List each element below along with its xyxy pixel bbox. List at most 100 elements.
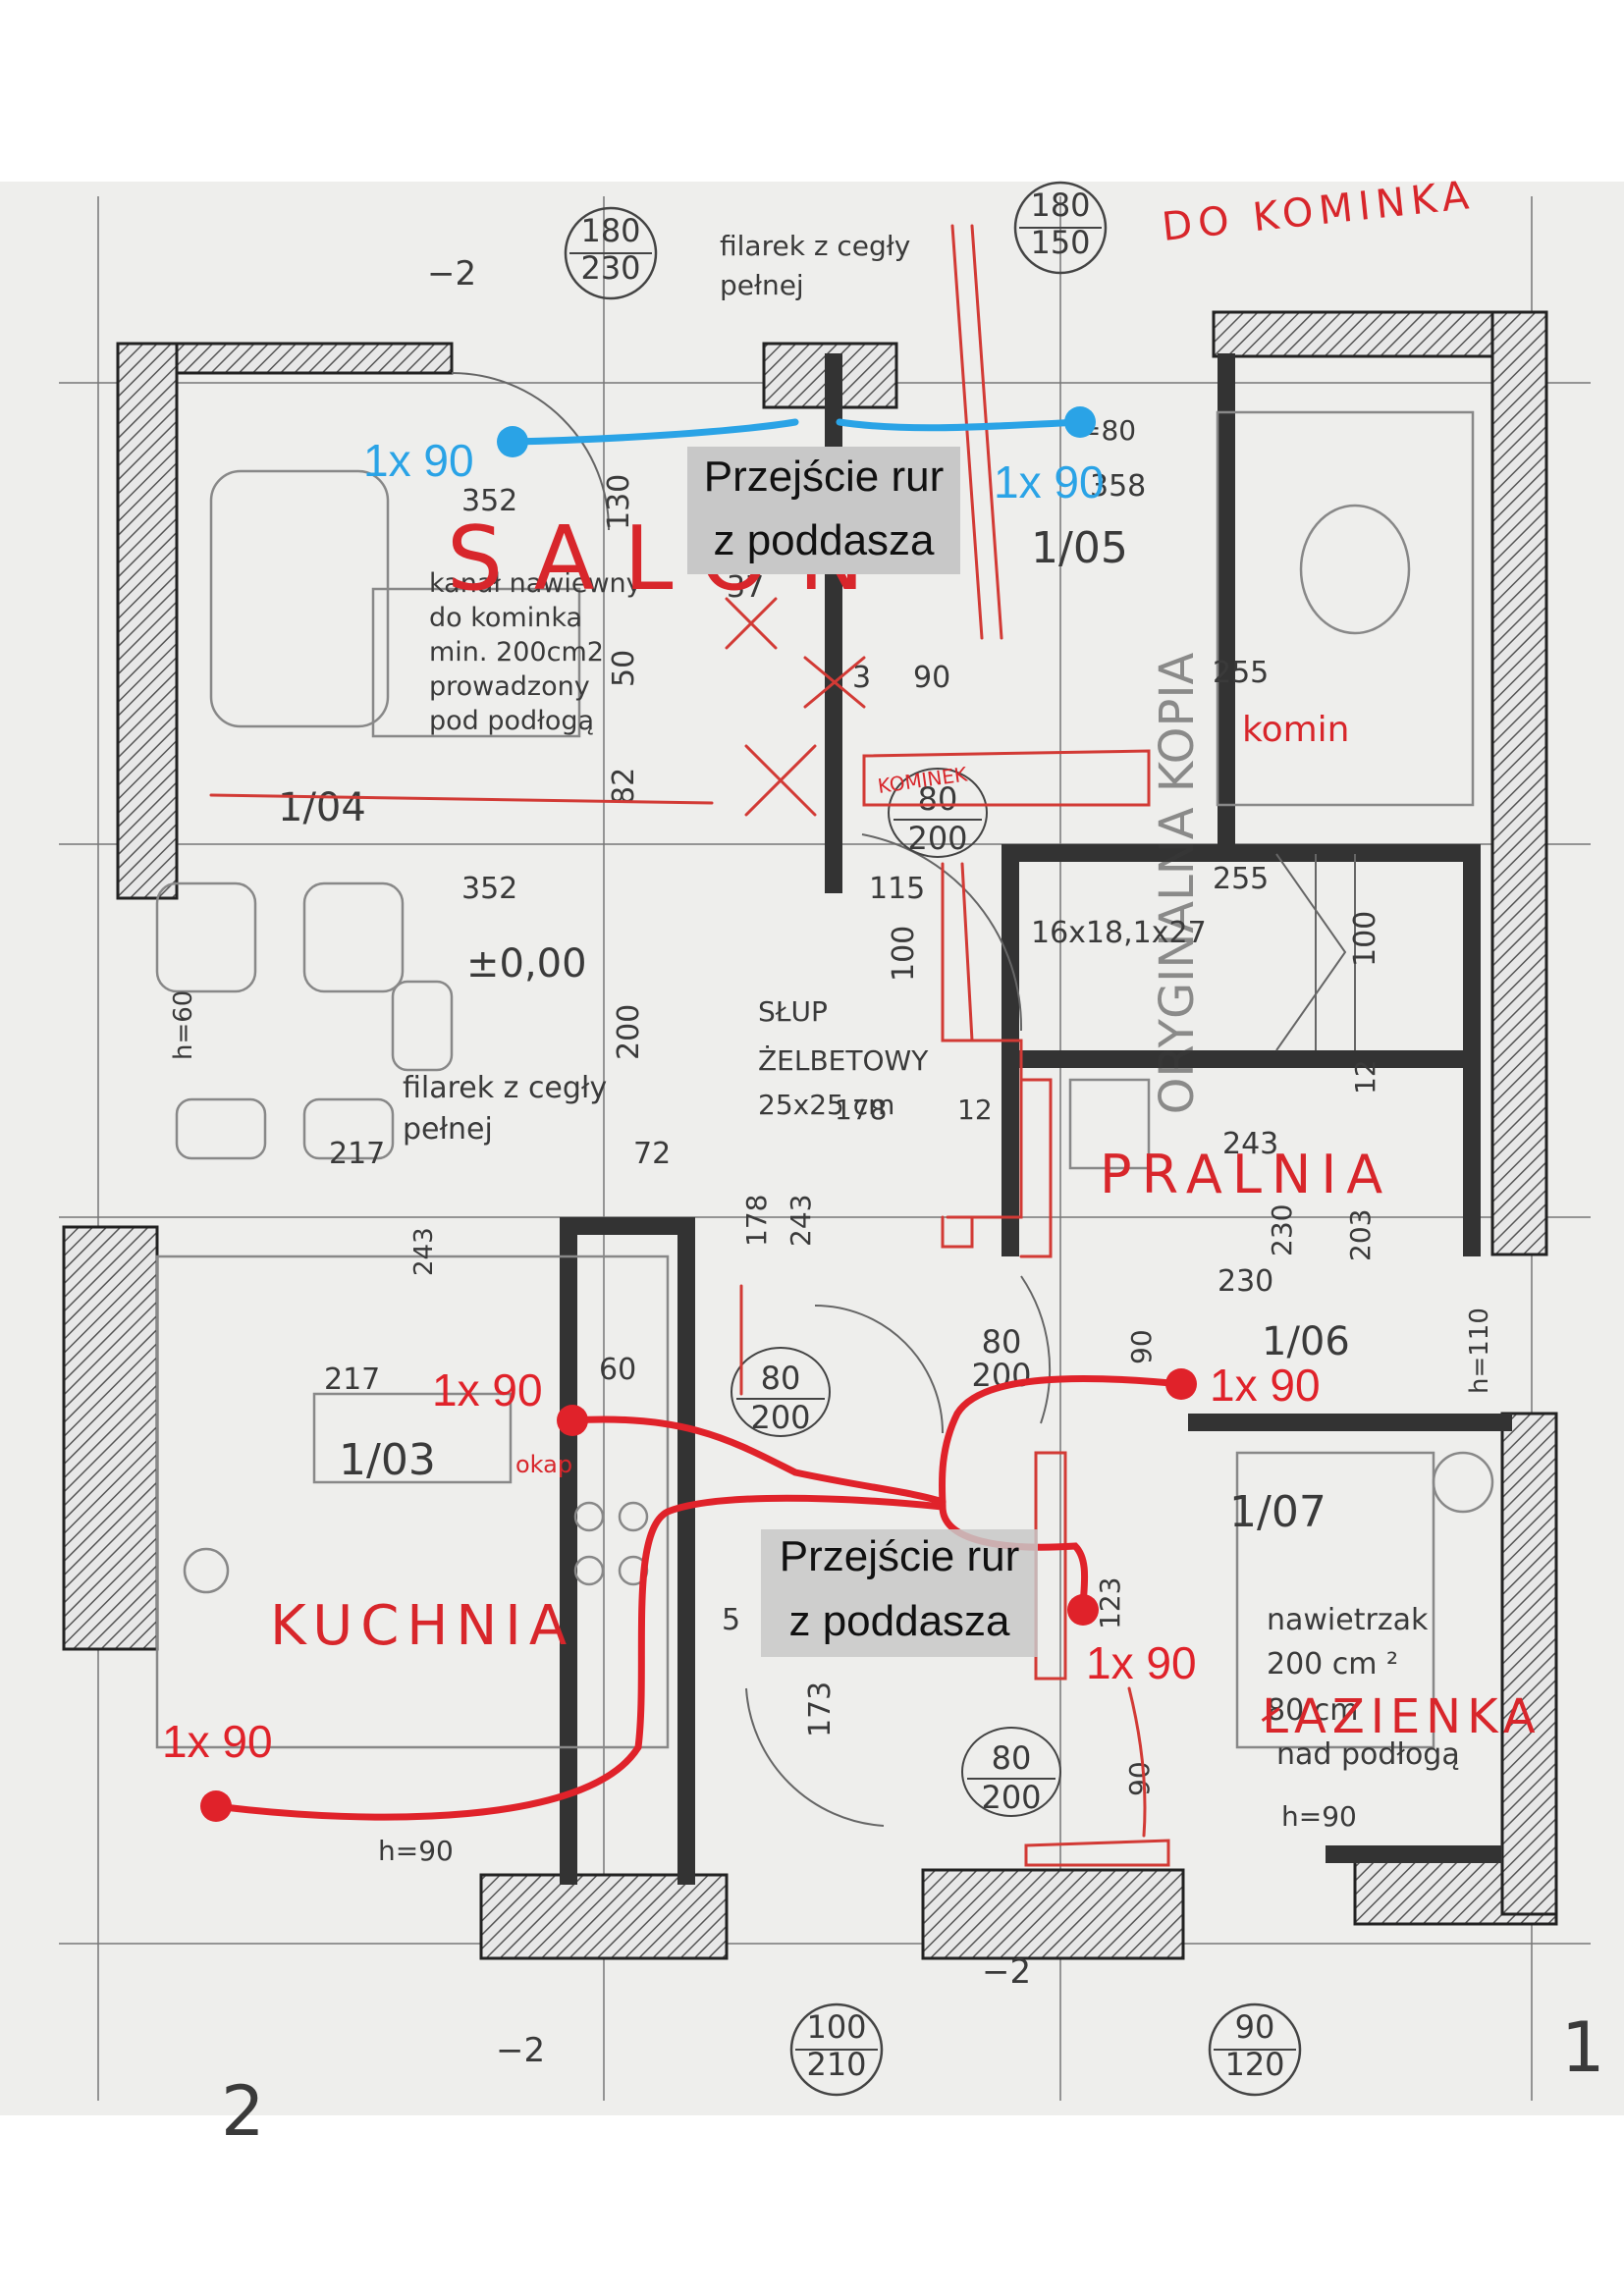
- passage-label-bottom: Przejście rur z poddasza: [761, 1529, 1038, 1657]
- door-marker-kitchen: 80 200: [731, 1347, 831, 1437]
- pipe-labels: 1x 90 1x 90 1x 90 1x 90 1x 90 1x 90: [162, 435, 1321, 1767]
- window-top-right-height: 150: [1030, 224, 1090, 261]
- dim-123: 123: [1094, 1577, 1126, 1629]
- h90-bottom-note: h=90: [378, 1835, 454, 1867]
- dim-5: 5: [722, 1603, 740, 1637]
- watermark-text: ORYGINALNA KOPIA: [1150, 652, 1205, 1114]
- door-chimney-height: 200: [907, 820, 967, 857]
- window-bottom-right-width: 90: [1235, 2008, 1275, 2046]
- window-top-left-width: 180: [580, 212, 640, 249]
- red-pipe-routes: [200, 1368, 1197, 1822]
- dim-3: 3: [852, 661, 871, 695]
- dim-100-b: 100: [1348, 911, 1382, 967]
- window-bottom-right-height: 120: [1224, 2046, 1284, 2083]
- room-code-1-06: 1/06: [1262, 1319, 1350, 1364]
- window-marker-top-left: 180 230: [564, 206, 658, 300]
- dim-178-b: 178: [740, 1195, 773, 1247]
- room-name-bathroom: ŁAZIENKA: [1261, 1689, 1542, 1744]
- pipe-end-kitchen-bottom: [200, 1790, 232, 1822]
- door-arcs: [451, 372, 1052, 1827]
- dim-352-top: 352: [461, 484, 517, 518]
- passage-top-line2: z poddasza: [713, 516, 935, 564]
- room-code-1-05: 1/05: [1031, 523, 1128, 573]
- axis-label-1: 1: [1561, 2007, 1605, 2088]
- dim-100-a: 100: [887, 926, 921, 982]
- dim-230-b: 230: [1218, 1264, 1273, 1299]
- room-name-laundry: PRALNIA: [1100, 1144, 1392, 1205]
- room-name-kitchen: KUCHNIA: [270, 1594, 574, 1658]
- door-chimney-width: 80: [918, 780, 958, 818]
- window-top-left-height: 230: [580, 249, 640, 287]
- h90-bath-note: h=90: [1281, 1800, 1357, 1833]
- h60-note: h=60: [169, 990, 198, 1060]
- komin-note: komin: [1242, 710, 1349, 750]
- passage-bottom-line2: z poddasza: [788, 1597, 1010, 1645]
- dim-217-b: 217: [324, 1362, 380, 1397]
- axis-neg2-mid: −2: [982, 1952, 1031, 1992]
- door-marker-chimney: 80 200: [888, 768, 988, 858]
- dim-243-b: 243: [785, 1195, 817, 1247]
- room-code-kitchen: 1/03: [339, 1435, 436, 1485]
- dim-12-b: 12: [1349, 1059, 1381, 1095]
- dim-217-a: 217: [329, 1137, 385, 1171]
- dim-37: 37: [727, 570, 764, 605]
- pipe-end-bath: [1067, 1594, 1099, 1626]
- axis-label-2: 2: [221, 2071, 265, 2152]
- vent-note: nawietrzak 200 cm ² 80 cm nad podłogą: [1267, 1603, 1460, 1772]
- door-markers: 80 200 80 200 80 200 80 200: [731, 768, 1061, 1817]
- dim-60: 60: [599, 1353, 636, 1387]
- blue-label-left: 1x 90: [363, 435, 474, 486]
- dim-352-mid: 352: [461, 872, 517, 906]
- window-marker-bottom: 100 210: [789, 2002, 884, 2097]
- door-kitchen-height: 200: [750, 1399, 810, 1436]
- dim-243-a: 243: [409, 1227, 439, 1276]
- duct-note: kanał nawiewny do kominka min. 200cm2 pr…: [429, 568, 650, 736]
- pipe-end-blue-right: [1064, 406, 1096, 438]
- red-label-kitchen-bottom: 1x 90: [162, 1716, 273, 1767]
- h110-note: h=110: [1465, 1308, 1494, 1394]
- room-codes: 1/04 1/03 1/05 1/06 1/07: [278, 523, 1350, 1537]
- stairs-note: 16x18,1x27: [1031, 916, 1207, 950]
- furniture: [155, 410, 1494, 1749]
- printed-notes: kanał nawiewny do kominka min. 200cm2 pr…: [169, 230, 1494, 1867]
- pipe-end-kitchen-top: [557, 1405, 588, 1436]
- dim-50: 50: [607, 650, 641, 687]
- dim-230-a: 230: [1266, 1204, 1298, 1256]
- window-bottom-width: 100: [806, 2008, 866, 2046]
- okap-note: okap: [515, 1451, 572, 1478]
- level-note: ±0,00: [466, 941, 587, 987]
- pipe-end-blue-left: [497, 426, 528, 457]
- dim-90-low: 90: [1123, 1761, 1156, 1796]
- column-note: SŁUP ŻELBETOWY 25x25 cm: [758, 995, 937, 1121]
- window-markers: 180 230 180 150 100 210 90 120: [564, 181, 1302, 2097]
- dim-115: 115: [869, 872, 925, 906]
- dim-203: 203: [1344, 1209, 1377, 1261]
- window-marker-top-right: 180 150: [1013, 181, 1108, 275]
- pillar-note-mid: filarek z cegły pełnej: [403, 1071, 617, 1147]
- printed-dimensions: 352 352 130 50 82 37 3 90 358 =80 255 25…: [221, 254, 1605, 2152]
- axis-neg2-top: −2: [427, 254, 476, 294]
- passage-label-top: Przejście rur z poddasza: [687, 447, 960, 574]
- door-laundry-width: 80: [982, 1323, 1022, 1361]
- dim-90-bath: 90: [1125, 1329, 1158, 1364]
- dim-12-a: 12: [957, 1094, 993, 1126]
- dim-82: 82: [607, 768, 641, 805]
- blue-pipe-route: [497, 406, 1096, 457]
- dim-178-a: 178: [835, 1094, 887, 1126]
- dim-130: 130: [602, 474, 636, 530]
- dim-243-c: 243: [1222, 1127, 1278, 1161]
- dim-255-b: 255: [1213, 862, 1269, 896]
- dim-173: 173: [803, 1682, 838, 1737]
- dim-255-a: 255: [1213, 656, 1269, 690]
- door-kitchen-width: 80: [761, 1360, 801, 1397]
- dim-200-mid: 200: [612, 1004, 646, 1060]
- red-label-laundry: 1x 90: [1210, 1360, 1321, 1411]
- red-label-kitchen-top: 1x 90: [432, 1364, 543, 1415]
- passage-top-line1: Przejście rur: [704, 453, 945, 501]
- red-label-bath: 1x 90: [1086, 1637, 1197, 1688]
- passage-bottom-line1: Przejście rur: [780, 1532, 1020, 1580]
- blue-label-right: 1x 90: [994, 456, 1105, 507]
- door-marker-bath: 80 200: [961, 1727, 1061, 1817]
- room-code-bath: 1/07: [1229, 1487, 1326, 1537]
